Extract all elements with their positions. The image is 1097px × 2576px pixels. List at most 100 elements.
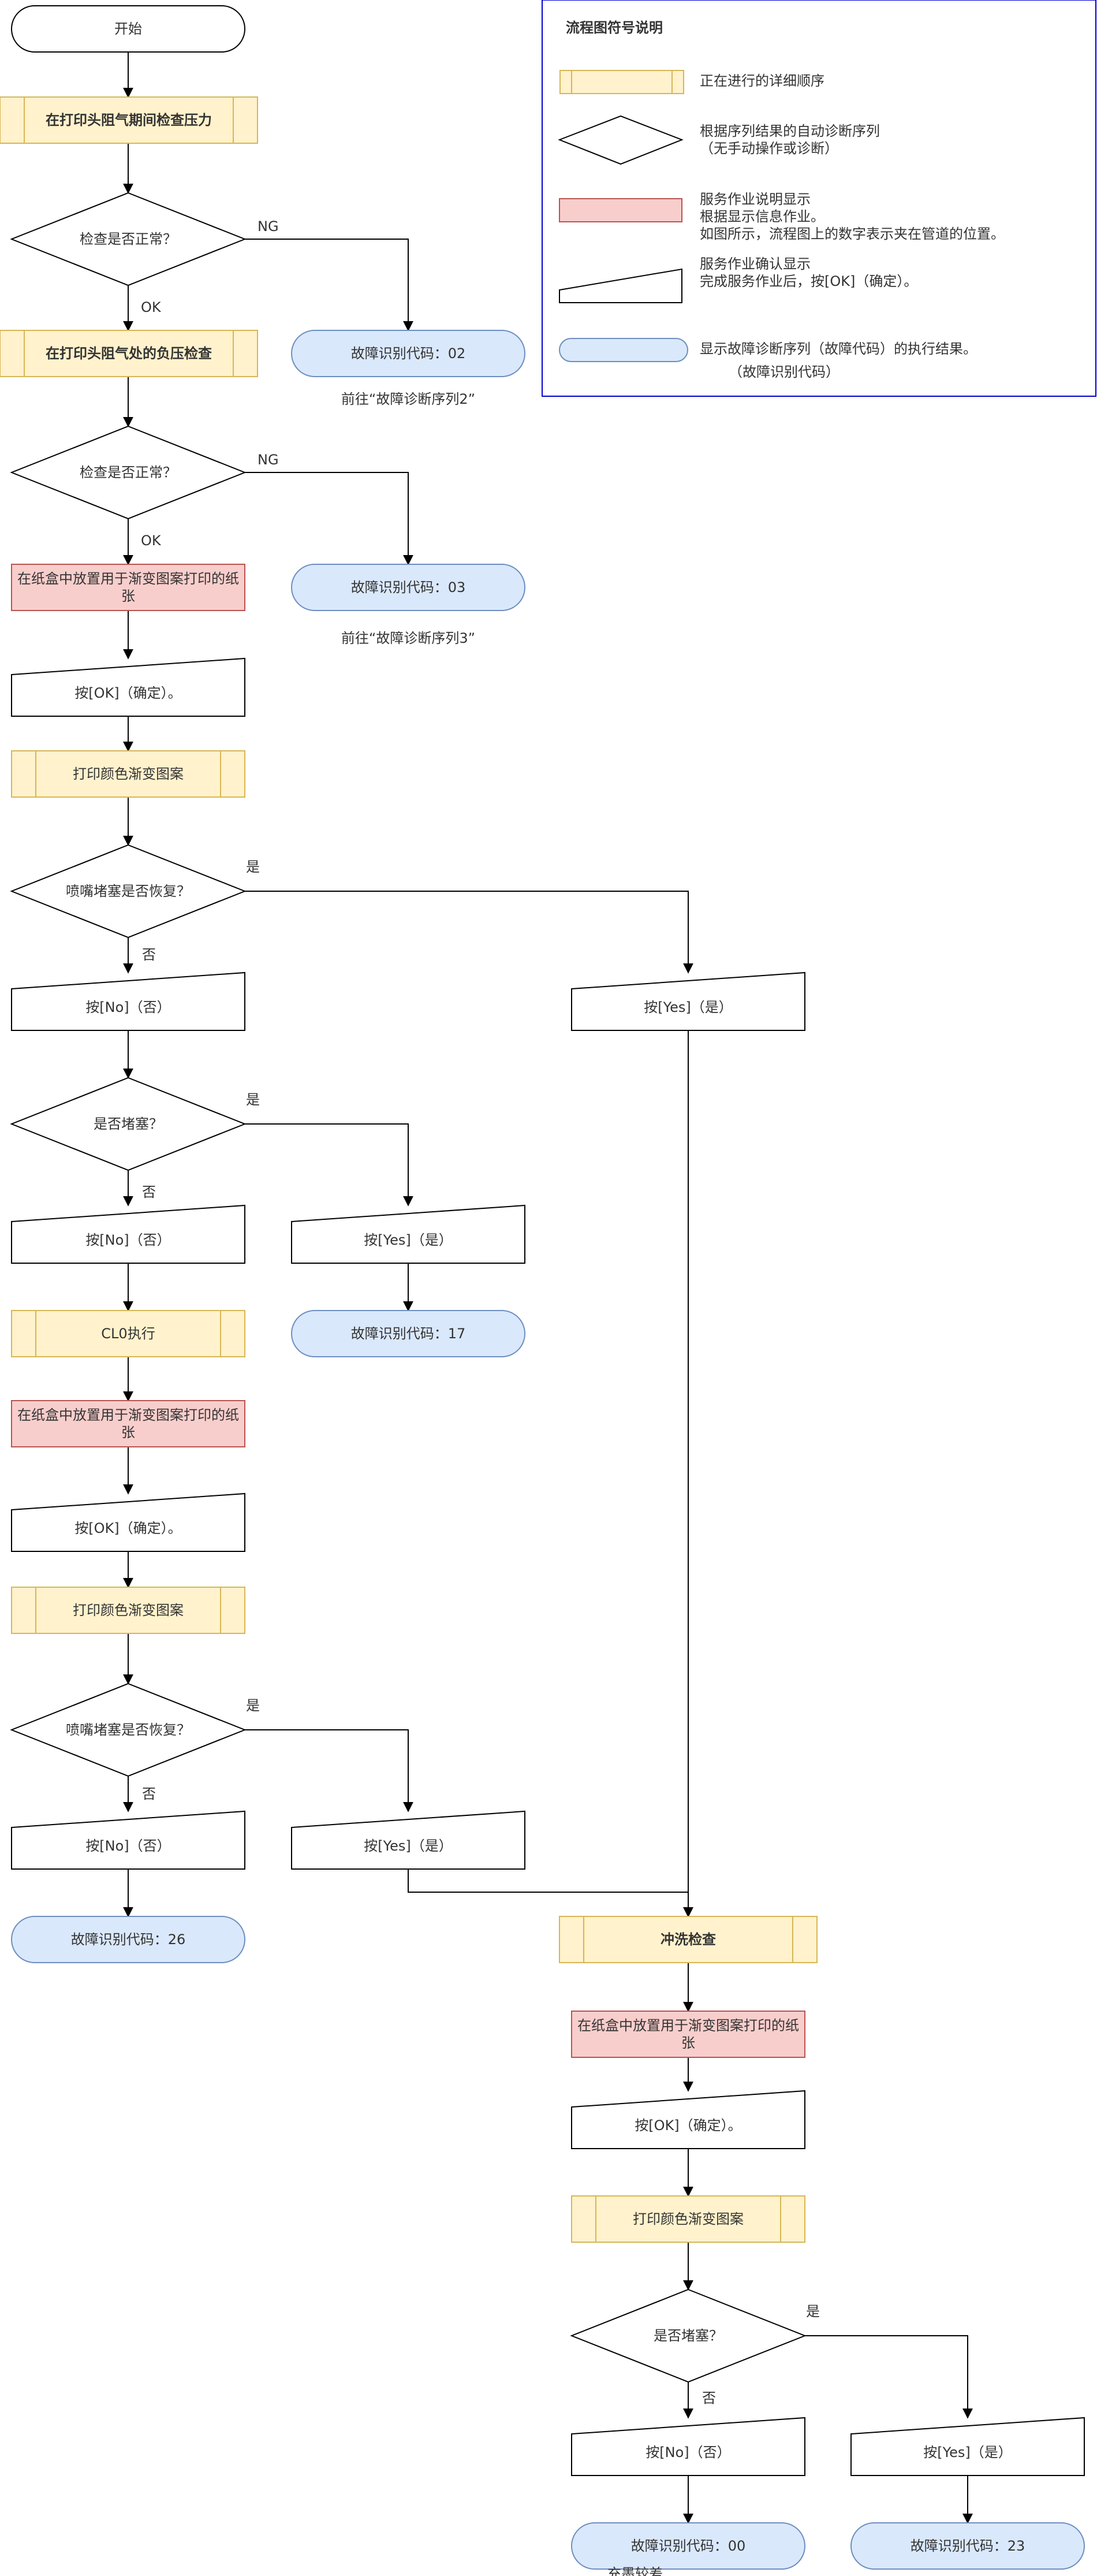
terminal-code-02-label: 故障识别代码：02 (351, 345, 466, 362)
terminal-code-17-label: 故障识别代码：17 (351, 1326, 466, 1342)
process-pressure-check-label: 在打印头阻气期间检查压力 (46, 112, 212, 128)
process-cl0-label: CL0执行 (101, 1326, 155, 1342)
edge-label-yes-3: 是 (246, 1698, 260, 1714)
decision-check-1: 检查是否正常？ (10, 192, 247, 286)
manual-no-4: 按[No]（否） (571, 2417, 805, 2476)
edge-label-ng-2: NG (258, 452, 279, 468)
service-paper-2-label: 张 (121, 1424, 135, 1440)
manual-no-3: 按[No]（否） (11, 1810, 245, 1870)
decision-check-2: 检查是否正常？ (10, 425, 247, 520)
manual-ok-3: 按[OK]（确定）。 (571, 2090, 805, 2149)
terminal-code-26-label: 故障识别代码：26 (71, 1931, 186, 1948)
process-flush-check-label: 冲洗检查 (661, 1931, 716, 1948)
decision-clog-1: 是否堵塞？ (10, 1077, 247, 1171)
legend-item-decision: 根据序列结果的自动诊断序列（无手动操作或诊断） (558, 115, 880, 165)
edge-label-ok-2: OK (141, 533, 162, 549)
edge-label-no-3: 否 (142, 1786, 156, 1802)
manual-ok-2-label: 按[OK]（确定）。 (74, 1520, 181, 1536)
manual-yes-3: 按[Yes]（是） (291, 1810, 525, 1870)
manual-yes-2-label: 按[Yes]（是） (364, 1232, 452, 1248)
edge-nozzle2-yes (245, 1729, 413, 1812)
edge-label-yes-1: 是 (246, 859, 260, 875)
manual-yes-4-label: 按[Yes]（是） (923, 2444, 1012, 2460)
note-seq2: 前往“故障诊断序列2” (341, 391, 475, 407)
terminal-code-26: 故障识别代码：26 (11, 1916, 245, 1963)
manual-ok-1: 按[OK]（确定）。 (11, 657, 245, 717)
process-flush-check: 冲洗检查 (559, 1916, 818, 1963)
legend-item-service-text: 根据显示信息作业。 (700, 209, 824, 225)
terminal-code-17: 故障识别代码：17 (291, 1310, 525, 1357)
manual-ok-2: 按[OK]（确定）。 (11, 1492, 245, 1552)
process-print-2-label: 打印颜色渐变图案 (73, 1602, 184, 1618)
legend-item-service-text: 服务作业说明显示 (700, 191, 811, 207)
edge-label-no-1: 否 (142, 947, 156, 963)
start-terminal: 开始 (11, 5, 245, 53)
manual-yes-1: 按[Yes]（是） (571, 971, 805, 1031)
manual-no-3-label: 按[No]（否） (85, 1838, 170, 1854)
manual-ok-3-label: 按[OK]（确定）。 (635, 2117, 741, 2134)
legend-item-manual-text: 完成服务作业后，按[OK]（确定）。 (700, 273, 917, 289)
edge-label-yes-2: 是 (246, 1092, 260, 1108)
service-paper-2-label: 在纸盒中放置用于渐变图案打印的纸 (17, 1407, 239, 1423)
process-print-2: 打印颜色渐变图案 (11, 1587, 245, 1634)
manual-yes-1-label: 按[Yes]（是） (644, 999, 732, 1015)
legend-item-terminal-subtext: （故障识别代码） (729, 364, 839, 380)
manual-ok-1-label: 按[OK]（确定）。 (74, 685, 181, 701)
manual-no-4-label: 按[No]（否） (645, 2444, 730, 2460)
legend-item-terminal-text: 显示故障诊断序列（故障代码）的执行结果。 (700, 341, 977, 357)
manual-no-1-label: 按[No]（否） (85, 999, 170, 1015)
edge-label-no-2: 否 (142, 1184, 156, 1200)
decision-check-2-label: 检查是否正常？ (80, 464, 177, 481)
legend-item-manual-text: 服务作业确认显示 (700, 256, 811, 272)
process-cl0: CL0执行 (11, 1310, 245, 1357)
note-seq2-label: 前往“故障诊断序列2” (341, 391, 475, 407)
manual-no-2: 按[No]（否） (11, 1204, 245, 1264)
process-negative-pressure-label: 在打印头阻气处的负压检查 (46, 345, 212, 362)
legend-item-decision-text: （无手动操作或诊断） (700, 140, 838, 157)
terminal-code-02: 故障识别代码：02 (291, 330, 525, 377)
start-terminal-label: 开始 (114, 21, 142, 37)
process-print-1: 打印颜色渐变图案 (11, 750, 245, 798)
decision-check-1-label: 检查是否正常？ (80, 231, 177, 247)
manual-no-1: 按[No]（否） (11, 971, 245, 1031)
edge-yes3-flush (408, 1869, 693, 1918)
edge-clog2-yes (805, 2335, 973, 2419)
process-print-3: 打印颜色渐变图案 (571, 2195, 805, 2243)
edge-nozzle1-yes (245, 891, 693, 974)
legend-item-process-text: 正在进行的详细顺序 (700, 73, 824, 89)
terminal-code-00-label: 故障识别代码：00 (631, 2538, 746, 2554)
manual-yes-3-label: 按[Yes]（是） (364, 1838, 452, 1854)
manual-yes-2: 按[Yes]（是） (291, 1204, 525, 1264)
edge-check1-ng (245, 239, 413, 332)
edge-check2-ng (245, 472, 413, 565)
terminal-code-23: 故障识别代码：23 (850, 2522, 1085, 2570)
service-paper-1-label: 在纸盒中放置用于渐变图案打印的纸 (17, 571, 239, 587)
decision-clog-2-label: 是否堵塞？ (654, 2328, 723, 2344)
note-seq3-label: 前往“故障诊断序列3” (341, 630, 475, 646)
edge-label-ok-1: OK (141, 299, 162, 315)
manual-no-2-label: 按[No]（否） (85, 1232, 170, 1248)
terminal-code-23-label: 故障识别代码：23 (911, 2538, 1025, 2554)
decision-nozzle-2: 喷嘴堵塞是否恢复？ (10, 1682, 247, 1777)
process-print-1-label: 打印颜色渐变图案 (73, 766, 184, 782)
decision-nozzle-1: 喷嘴堵塞是否恢复？ (10, 844, 247, 939)
decision-clog-1-label: 是否堵塞？ (94, 1116, 163, 1132)
edge-label-ng-1: NG (258, 218, 279, 234)
process-print-3-label: 打印颜色渐变图案 (633, 2211, 744, 2227)
decision-nozzle-2-label: 喷嘴堵塞是否恢复？ (66, 1722, 191, 1738)
terminal-code-00: 故障识别代码：00 (571, 2522, 805, 2570)
legend-item-terminal: 显示故障诊断序列（故障代码）的执行结果。 （故障识别代码） (559, 338, 977, 380)
legend-item-decision-text: 根据序列结果的自动诊断序列 (700, 123, 880, 139)
service-paper-3-label: 张 (681, 2035, 695, 2051)
edge-label-no-4: 否 (702, 2390, 716, 2406)
note-ink-label: 充墨较差 (607, 2566, 663, 2576)
process-pressure-check: 在打印头阻气期间检查压力 (0, 96, 258, 144)
terminal-code-03-label: 故障识别代码：03 (351, 579, 466, 595)
service-paper-1-label: 张 (121, 588, 135, 604)
decision-clog-2: 是否堵塞？ (570, 2288, 807, 2383)
